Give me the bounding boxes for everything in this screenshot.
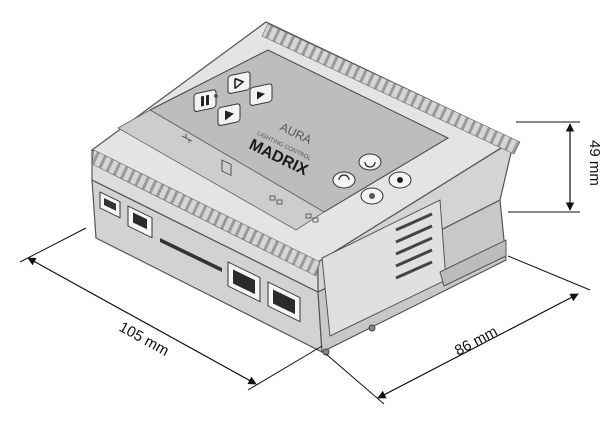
pause-button[interactable]	[193, 89, 217, 112]
brightness-up-icon	[364, 161, 376, 168]
network-icon	[305, 213, 319, 223]
height-label: 49 mm	[586, 140, 600, 186]
brightness-buttons	[332, 153, 412, 205]
usb-b-port	[127, 205, 153, 239]
sun-icon	[397, 177, 403, 183]
play-icon	[225, 110, 234, 121]
control-panel: MADRIX LIGHTING CONTROL AURA	[117, 49, 450, 231]
brightness-down-button[interactable]	[332, 171, 356, 189]
brightness-down-icon	[338, 174, 350, 181]
brightness-sun-down-button[interactable]	[360, 187, 384, 205]
network-icon	[269, 195, 283, 205]
next-button[interactable]	[249, 83, 273, 106]
depth-label: 86 mm	[452, 323, 500, 360]
din-rail-clip	[439, 239, 507, 287]
sun-dim-icon	[369, 193, 375, 199]
next-icon	[257, 91, 265, 100]
record-button[interactable]	[227, 71, 251, 94]
ethernet-port-2	[267, 281, 301, 323]
depth-arrow	[377, 293, 579, 399]
width-arrow	[27, 257, 257, 385]
transport-buttons	[193, 71, 273, 126]
width-label: 105 mm	[116, 319, 172, 360]
play-button[interactable]	[217, 103, 241, 126]
screw	[368, 324, 376, 332]
vent-strip-back-right	[261, 23, 521, 155]
status-led	[214, 94, 218, 98]
record-icon	[234, 77, 245, 90]
brightness-sun-up-button[interactable]	[388, 171, 412, 189]
screw	[322, 348, 330, 356]
usb-port	[99, 191, 121, 219]
sd-card-icon	[221, 159, 232, 177]
pause-icon	[201, 94, 209, 107]
side-louvres	[395, 212, 433, 280]
vent-strip-front-left	[91, 149, 321, 277]
brightness-up-button[interactable]	[358, 153, 382, 171]
dimension-height: 49 mm	[508, 121, 600, 213]
usb-icon	[181, 134, 193, 143]
